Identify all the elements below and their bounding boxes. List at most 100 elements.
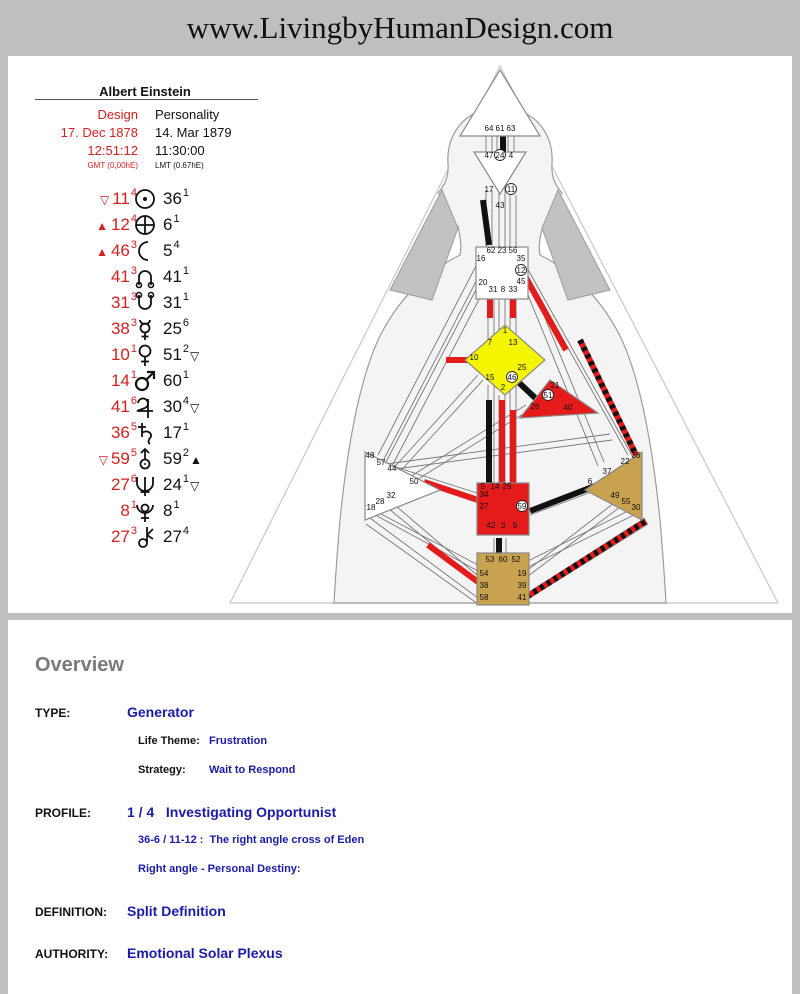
g-center [464,324,546,396]
design-line: 6 [130,473,137,485]
gate-label: 51 [544,391,553,400]
gate-label: 37 [603,467,612,476]
type-value: Generator [127,704,194,720]
gate-label: 44 [388,464,397,473]
design-gate: 36 [110,423,130,442]
personality-gate: 36 [163,189,182,208]
personality-gate: 27 [163,527,182,546]
personality-gate: 17 [163,423,182,442]
personality-line: 1 [173,499,180,511]
design-line: 3 [130,291,137,303]
design-date: 17. Dec 1878 [60,125,138,140]
personality-activation: 171 [163,421,189,443]
personality-line: 1 [182,265,190,277]
personality-label: Personality [155,107,220,122]
gate-label: 41 [518,593,527,602]
gate-label: 12 [517,266,526,275]
design-activation: 81 [120,499,137,521]
personality-activation: 54 [163,239,180,261]
design-line: 5 [130,447,137,459]
gate-label: 63 [507,124,516,133]
gate-label: 4 [509,151,514,160]
personality-gate: 51 [163,345,182,364]
design-mark: ▲ [96,219,108,233]
gate-label: 13 [509,338,518,347]
venus-icon [138,344,152,366]
personality-activation: 311 [163,291,189,313]
gate-label: 55 [622,497,631,506]
gate-label: 9 [513,521,518,530]
personality-activation: 411 [163,265,189,287]
gate-label: 34 [480,490,489,499]
gate-label: 7 [488,338,493,347]
gate-label: 43 [496,201,505,210]
design-activation: 383 [111,317,137,339]
gate-label: 35 [517,254,526,263]
gate-label: 11 [507,185,516,194]
personality-date: 14. Mar 1879 [155,125,232,140]
design-gate: 12 [110,215,130,234]
gate-label: 48 [366,451,375,460]
gate-label: 56 [509,246,518,255]
personality-line: 1 [182,421,190,433]
incarnation-cross-value: 36-6 / 11-12 : The right angle cross of … [138,834,365,846]
definition-value: Split Definition [127,903,226,919]
design-line: 3 [130,525,137,537]
head-center [458,68,542,137]
site-title[interactable]: www.LivingbyHumanDesign.com [186,10,614,45]
design-zone: GMT (0,00hE) [87,161,138,170]
gate-label: 23 [498,246,507,255]
gate-label: 14 [491,482,500,491]
neptune-icon [136,477,154,496]
planet-row: 81 81 [40,499,260,525]
design-time: 12:51:12 [87,143,138,158]
design-line: 3 [130,317,137,329]
design-line: 6 [130,395,137,407]
type-label: TYPE: [35,706,71,720]
personality-gate: 25 [163,319,182,338]
personality-line: 1 [182,187,190,199]
personality-zone: LMT (0.67hE) [155,161,204,170]
personality-activation: 81 [163,499,180,521]
gate-label: 21 [551,381,560,390]
gate-label: 24 [496,151,505,160]
gate-label: 16 [477,254,486,263]
overview-title: Overview [35,654,124,676]
mars-icon [134,370,156,392]
gate-label: 60 [499,555,508,564]
design-mark: ▽ [99,193,110,207]
gate-label: 40 [564,403,573,412]
personality-mark: ▽ [190,401,200,415]
gate-label: 53 [486,555,495,564]
design-activation: 413 [111,265,137,287]
design-line: 5 [130,421,137,433]
personality-line: 4 [182,395,190,407]
design-gate: 27 [110,527,130,546]
authority-value: Emotional Solar Plexus [127,945,283,961]
personality-mark: ▽ [190,349,200,363]
personality-activation: 274 [163,525,189,547]
site-header: www.LivingbyHumanDesign.com [0,0,800,56]
gate-label: 36 [632,451,641,460]
personality-line: 1 [182,473,190,485]
design-gate: 27 [110,475,130,494]
personality-line: 4 [173,239,180,251]
north-node-icon [135,270,155,289]
gate-label: 19 [518,569,527,578]
authority-label: AUTHORITY: [35,947,109,961]
gate-marker [494,149,506,161]
personality-line: 4 [182,525,190,537]
design-line: 3 [130,239,137,251]
design-activation: ▽595 [99,447,137,469]
design-gate: 41 [110,267,130,286]
gate-label: 6 [588,477,593,486]
gate-label: 59 [518,502,527,511]
gate-label: 10 [470,353,479,362]
mercury-icon [139,319,151,340]
design-line: 1 [130,369,137,381]
gate-label: 49 [611,491,620,500]
